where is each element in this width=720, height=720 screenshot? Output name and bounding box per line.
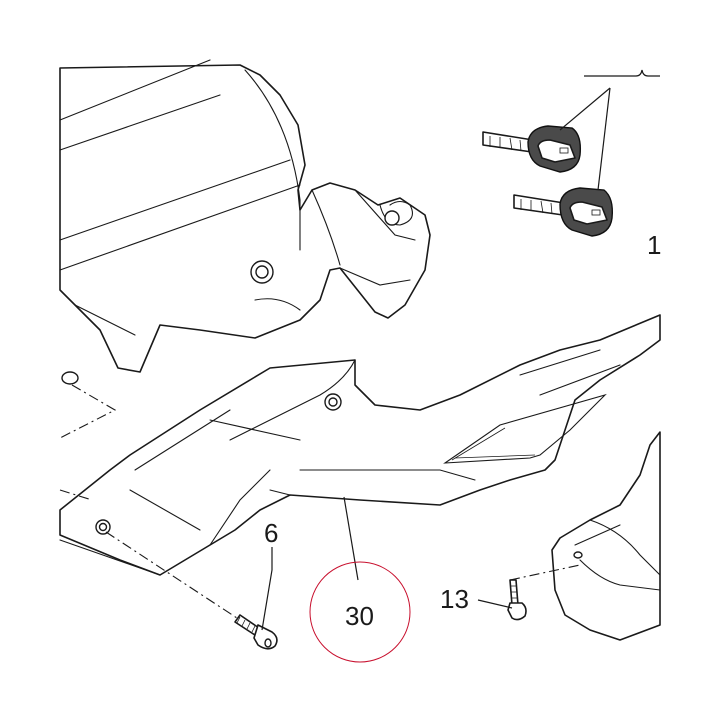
leader-lines [261,496,513,631]
key-lower [513,187,614,237]
side-panel-part [59,314,661,576]
panel-mount-hole [324,393,342,411]
callout-label-1: 1 [647,230,661,260]
upper-body-part [59,59,431,373]
screw-part-6 [234,614,278,650]
left-mount-hole [61,371,79,385]
screw-part-13 [507,579,527,621]
right-bracket-part [551,431,661,641]
key-upper [482,125,582,173]
callout-label-13: 13 [440,584,469,614]
key-group-bracket [559,69,660,191]
callout-label-6: 6 [264,518,278,548]
callout-30-highlight-circle [309,561,411,663]
callout-label-30: 30 [345,601,374,631]
panel-lower-hole [95,519,111,535]
assembly-axis-lines [59,384,581,621]
upper-body-bolt-hole [250,260,274,284]
